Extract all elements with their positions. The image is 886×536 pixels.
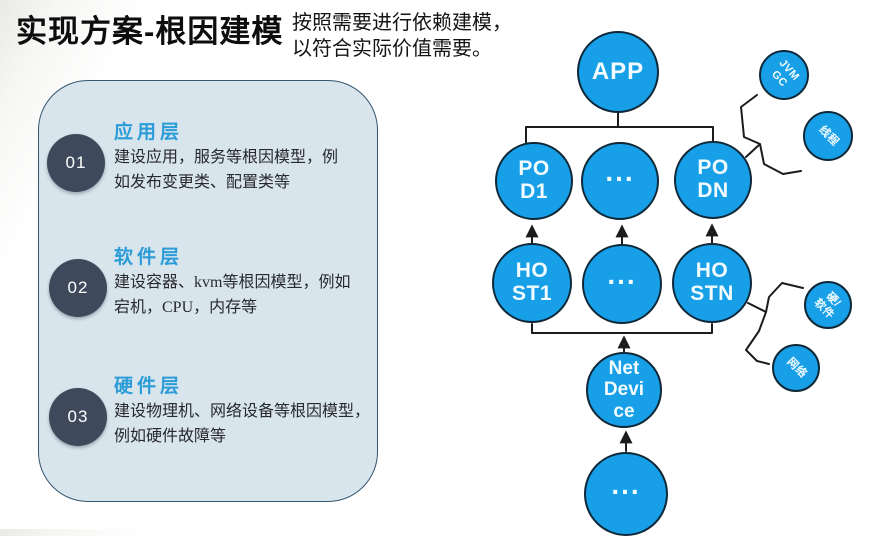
node-label: ... xyxy=(611,468,641,500)
section-heading-app-layer: 应用层 xyxy=(114,122,184,143)
section-body-hardware-layer: 建设物理机、网络设备等根因模型， 例如硬件故障等 xyxy=(114,403,371,445)
section-number-badge: 01 xyxy=(47,134,105,192)
node-hw-sw: 硬/ 软件 xyxy=(804,281,852,329)
node-label: ... xyxy=(607,258,637,290)
node-host1: HO ST1 xyxy=(492,243,572,323)
page-subtitle: 按照需要进行依赖建模， 以符合实际价值需要。 xyxy=(292,12,512,60)
section-number: 01 xyxy=(65,153,87,172)
node-thread: 线程 xyxy=(803,111,853,161)
node-label: HO ST1 xyxy=(511,259,552,305)
node-label: JVM GC xyxy=(769,57,802,90)
node-label: HO STN xyxy=(690,259,734,305)
node-host-ellipsis: ... xyxy=(582,244,662,324)
section-number-badge: 02 xyxy=(49,259,107,317)
node-label: PO D1 xyxy=(518,157,550,203)
node-label: Net Devi ce xyxy=(603,358,645,422)
node-jvm-gc: JVM GC xyxy=(759,50,809,100)
node-pod1: PO D1 xyxy=(495,142,573,220)
section-heading-software-layer: 软件层 xyxy=(114,247,184,268)
brace-hostn-annotations xyxy=(745,282,804,365)
node-net-ellipsis: ... xyxy=(584,452,668,536)
node-label: PO DN xyxy=(697,156,729,202)
layers-panel: 01 应用层 建设应用，服务等根因模型，例 如发布变更类、配置类等 02 软件层… xyxy=(38,80,378,502)
node-label: ... xyxy=(605,155,635,187)
node-label: 线程 xyxy=(815,123,841,149)
node-net-device: Net Devi ce xyxy=(586,352,662,428)
node-label: APP xyxy=(591,58,645,85)
node-pod-ellipsis: ... xyxy=(581,142,659,220)
edge-app-to-pods xyxy=(525,112,714,146)
section-number: 02 xyxy=(67,278,89,297)
node-app: APP xyxy=(577,31,659,113)
node-label: 网络 xyxy=(783,355,809,381)
section-number: 03 xyxy=(67,407,89,426)
section-number-badge: 03 xyxy=(49,388,107,446)
brace-podn-annotations xyxy=(740,94,802,175)
section-body-software-layer: 建设容器、kvm等根因模型，例如 宕机，CPU，内存等 xyxy=(114,274,351,316)
section-body-app-layer: 建设应用，服务等根因模型，例 如发布变更类、配置类等 xyxy=(114,149,339,191)
edge-hosts-bracket xyxy=(531,323,713,334)
node-podn: PO DN xyxy=(674,141,752,219)
node-hostn: HO STN xyxy=(672,243,752,323)
page-title: 实现方案-根因建模 xyxy=(16,14,284,49)
section-heading-hardware-layer: 硬件层 xyxy=(114,376,184,397)
node-network: 网络 xyxy=(772,344,820,392)
node-label: 硬/ 软件 xyxy=(811,290,843,322)
